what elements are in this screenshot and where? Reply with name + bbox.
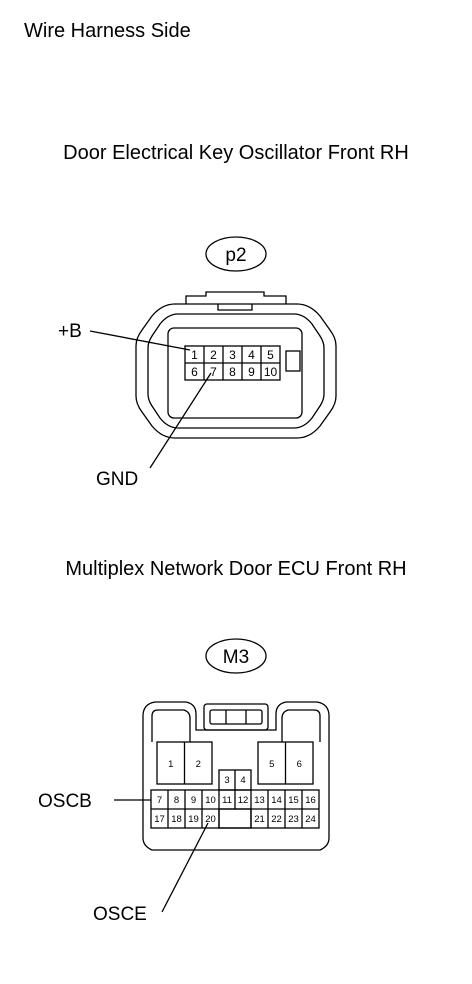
pin-number: 6 [191, 365, 198, 379]
pin-number: 15 [288, 795, 299, 806]
osce-leader-line [161, 822, 209, 913]
pin-number: 8 [229, 365, 236, 379]
pin-number: 7 [157, 795, 162, 806]
pin-number: 11 [222, 795, 232, 806]
connector2-title: Multiplex Network Door ECU Front RH [65, 558, 407, 580]
connector1-code-bubble [205, 236, 267, 272]
connector2-housing [142, 701, 330, 851]
oscb-label: OSCB [38, 791, 92, 812]
pin-number: 13 [254, 795, 265, 806]
pin-number: 14 [271, 795, 282, 806]
pin-number: 12 [238, 795, 249, 806]
connector1-title: Door Electrical Key Oscillator Front RH [63, 142, 409, 164]
plus-b-label: +B [58, 321, 82, 342]
pin-number: 8 [174, 795, 179, 806]
connector2: M3 [38, 638, 330, 925]
pin-number: 17 [154, 814, 165, 825]
plus-b-leader-line [89, 330, 191, 351]
pin-number: 23 [288, 814, 299, 825]
pin-number: 9 [191, 795, 196, 806]
pin-number: 10 [264, 365, 278, 379]
pin-number: 22 [271, 814, 282, 825]
pin-number: 16 [305, 795, 316, 806]
pin-number: 5 [267, 348, 274, 362]
pin-number: 1 [168, 759, 173, 770]
pin-number: 5 [269, 759, 274, 770]
connector2-latch [203, 703, 269, 731]
pin-number: 3 [224, 775, 229, 786]
pin-number: 20 [205, 814, 216, 825]
pin-number: 24 [305, 814, 316, 825]
gnd-leader-line [149, 372, 212, 469]
page-title: Wire Harness Side [24, 20, 191, 42]
connector1-code: p2 [225, 245, 246, 266]
osce-label: OSCE [93, 904, 147, 925]
pin-number: 3 [229, 348, 236, 362]
connector1-pins [184, 345, 281, 381]
pin-number: 4 [248, 348, 255, 362]
connector2-big-pins [156, 741, 314, 785]
connector2-pin-rows [150, 789, 320, 829]
pin-number: 4 [240, 775, 245, 786]
connector1-housing [135, 303, 337, 439]
gnd-label: GND [96, 469, 138, 490]
connector1-latch [185, 291, 287, 304]
pin-number: 2 [210, 348, 217, 362]
pin-number: 2 [196, 759, 201, 770]
connector2-code-bubble [205, 638, 267, 674]
pin-number: 9 [248, 365, 255, 379]
connector2-code: M3 [223, 647, 249, 668]
pin-number: 18 [171, 814, 182, 825]
pin-number: 6 [297, 759, 302, 770]
pin-number: 7 [210, 365, 217, 379]
pin-number: 19 [188, 814, 199, 825]
pin-number: 10 [205, 795, 216, 806]
pin-number: 1 [191, 348, 198, 362]
pin-number: 21 [254, 814, 265, 825]
